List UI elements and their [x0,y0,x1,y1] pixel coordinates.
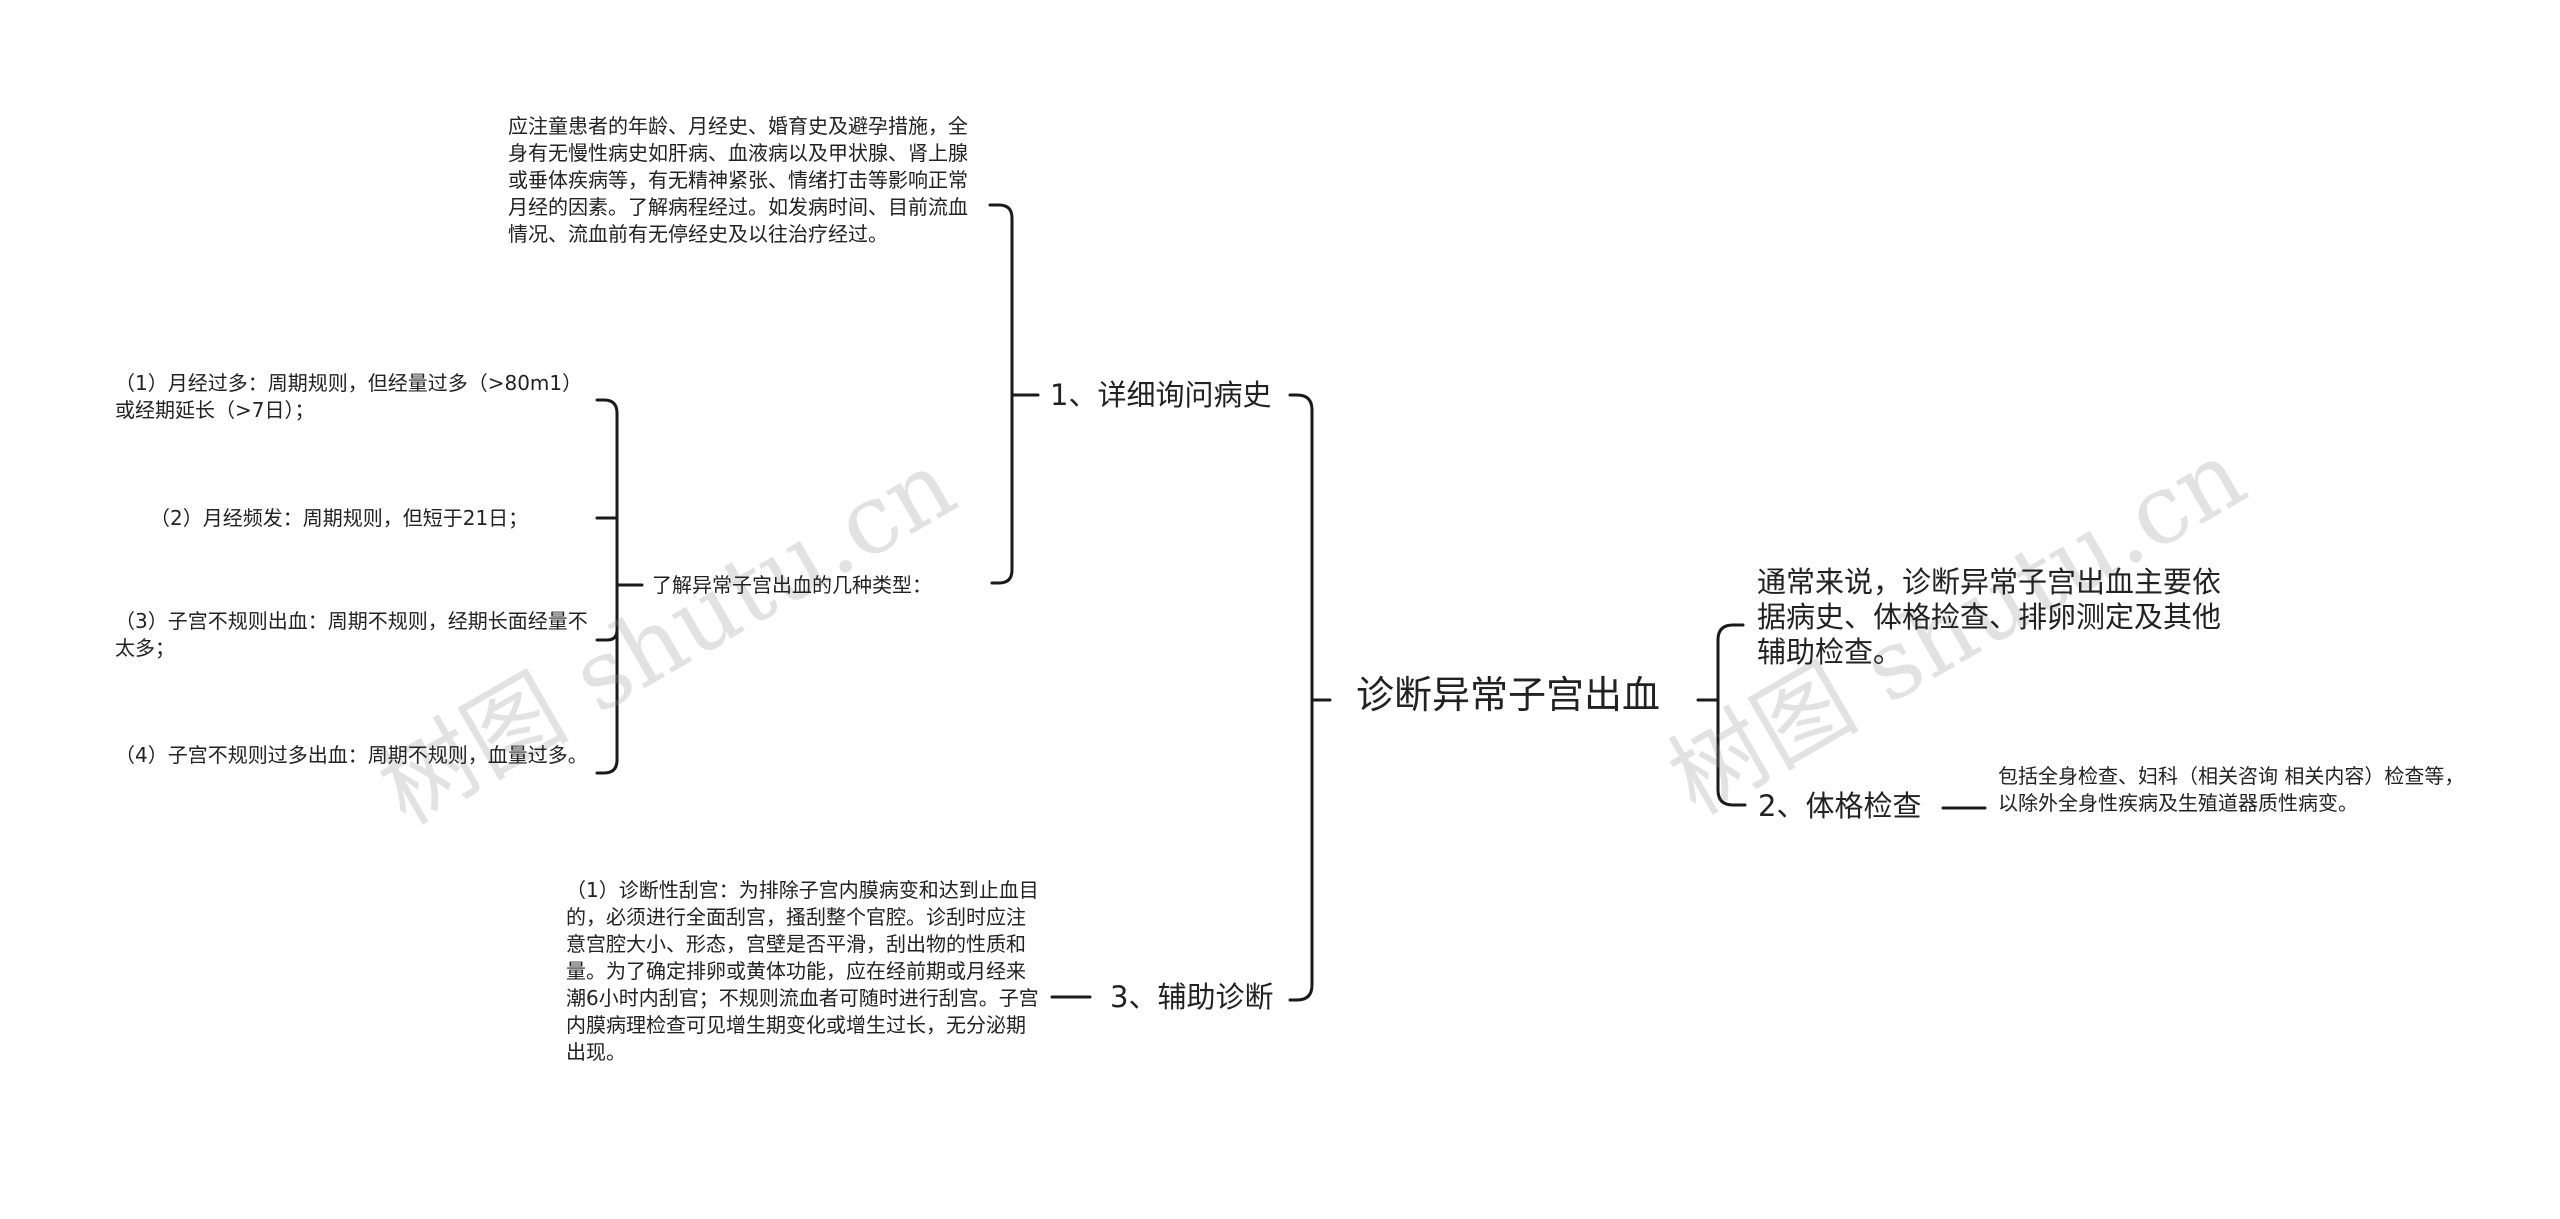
branch-history[interactable]: 1、详细询问病史 [1050,378,1272,412]
history-bracket [988,203,1014,585]
exam-detail[interactable]: 包括全身检查、妇科（相关咨询 相关内容）检查等，以除外全身性疾病及生殖道器质性病… [1998,764,2465,815]
type-item-1[interactable]: （1）月经过多：周期规则，但经量过多（>80m1）或经期延长（>7日）； [115,371,583,422]
center-left-bracket [1288,393,1332,1002]
center-right-bracket [1696,623,1747,807]
type-item-3[interactable]: （3）子宫不规则出血：周期不规则，经期长面经量不太多； [115,609,588,660]
branch-exam[interactable]: 2、体格检查 [1758,789,1922,823]
type-item-4[interactable]: （4）子宫不规则过多出血：周期不规则，血量过多。 [115,743,588,767]
aux-detail[interactable]: （1）诊断性刮宫：为排除子宫内膜病变和达到止血目的，必须进行全面刮宫，搔刮整个官… [566,878,1039,1064]
types-bracket [595,398,619,775]
center-topic[interactable]: 诊断异常子宫出血 [1356,673,1661,717]
branch-aux[interactable]: 3、辅助诊断 [1110,980,1274,1014]
general-text[interactable]: 通常来说，诊断异常子宫出血主要依据病史、体格捡查、排卵测定及其他辅助检查。 [1757,565,2222,669]
type-item-2[interactable]: （2）月经频发：周期规则，但短于21日； [150,506,529,530]
history-note[interactable]: 应注童患者的年龄、月经史、婚育史及避孕措施，全身有无慢性病史如肝病、血液病以及甲… [508,114,968,246]
types-label[interactable]: 了解异常子宫出血的几种类型： [652,573,932,597]
